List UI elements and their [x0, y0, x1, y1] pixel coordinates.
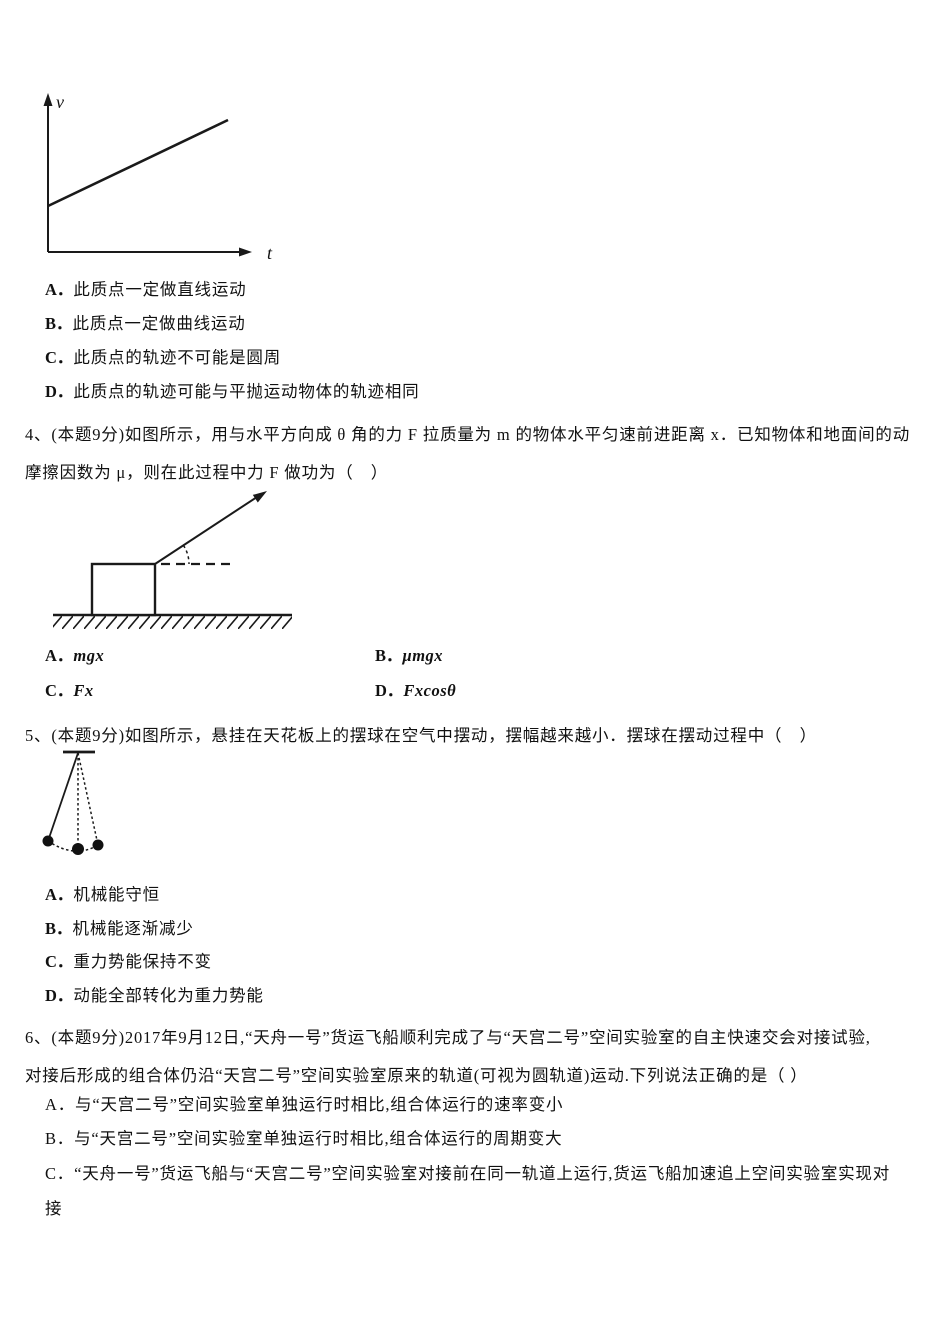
- q5-option-d: D．动能全部转化为重力势能: [45, 979, 264, 1013]
- q6-option-c-line2: 接: [45, 1199, 63, 1218]
- x-axis-label: t: [267, 243, 273, 263]
- option-letter: D．: [45, 382, 74, 401]
- q3-option-a: A．此质点一定做直线运动: [45, 273, 419, 307]
- option-letter: A．: [45, 280, 74, 299]
- option-text: 重力势能保持不变: [73, 952, 212, 971]
- q6-option-c: C．“天舟一号”货运飞船与“天宫二号”空间实验室对接前在同一轨道上运行,货运飞船…: [45, 1156, 890, 1226]
- option-text: 此质点的轨迹可能与平抛运动物体的轨迹相同: [73, 382, 420, 401]
- option-letter: A．: [45, 1095, 76, 1114]
- option-text: 此质点一定做直线运动: [73, 280, 247, 299]
- q5-option-c: C．重力势能保持不变: [45, 945, 264, 979]
- option-letter: B．: [45, 314, 73, 333]
- q6-option-a: A．与“天宫二号”空间实验室单独运行时相比,组合体运行的速率变小: [45, 1089, 890, 1121]
- pendulum-bob-left: [42, 835, 54, 847]
- q6-options: A．与“天宫二号”空间实验室单独运行时相比,组合体运行的速率变小 B．与“天宫二…: [45, 1089, 890, 1226]
- q4-option-b: B．μmgx: [375, 638, 665, 673]
- q5-stem: 5、(本题9分)如图所示，悬挂在天花板上的摆球在空气中摆动，摆幅越来越小．摆球在…: [25, 717, 817, 755]
- option-letter: C．: [45, 952, 74, 971]
- option-text: 与“天宫二号”空间实验室单独运行时相比,组合体运行的周期变大: [74, 1129, 563, 1148]
- option-text: 机械能守恒: [73, 885, 160, 904]
- option-letter: C．: [45, 681, 74, 700]
- option-text: 动能全部转化为重力势能: [73, 985, 264, 1005]
- force-arrow: [154, 494, 261, 565]
- q6-stem-line1: 6、(本题9分)2017年9月12日,“天舟一号”货运飞船顺利完成了与“天宫二号…: [25, 1028, 871, 1047]
- force-diagram-figure: [53, 491, 292, 629]
- option-letter: A．: [45, 885, 74, 904]
- option-letter: D．: [375, 681, 404, 700]
- q4-option-c: C．Fx: [45, 673, 375, 708]
- option-letter: B．: [45, 1129, 75, 1148]
- q4-stem-line1: 4、(本题9分)如图所示，用与水平方向成 θ 角的力 F 拉质量为 m 的物体水…: [25, 425, 911, 444]
- q6-stem-line2: 对接后形成的组合体仍沿“天宫二号”空间实验室原来的轨道(可视为圆轨道)运动.下列…: [25, 1066, 808, 1085]
- q4-stem: 4、(本题9分)如图所示，用与水平方向成 θ 角的力 F 拉质量为 m 的物体水…: [25, 416, 910, 492]
- option-text: “天舟一号”货运飞船与“天宫二号”空间实验室对接前在同一轨道上运行,货运飞船加速…: [74, 1164, 891, 1183]
- option-text: 此质点一定做曲线运动: [72, 314, 246, 333]
- option-letter: C．: [45, 1164, 75, 1183]
- option-letter: B．: [45, 918, 73, 938]
- v-axis-arrowhead-icon: [43, 93, 53, 106]
- q5-options: A．机械能守恒 B．机械能逐渐减少 C．重力势能保持不变 D．动能全部转化为重力…: [45, 878, 264, 1012]
- q5-stem-line1: 5、(本题9分)如图所示，悬挂在天花板上的摆球在空气中摆动，摆幅越来越小．摆球在…: [25, 726, 817, 745]
- q4-stem-line2: 摩擦因数为 μ，则在此过程中力 F 做功为（ ）: [25, 463, 389, 482]
- pendulum-bob-right: [92, 839, 104, 851]
- q3-options: A．此质点一定做直线运动 B．此质点一定做曲线运动 C．此质点的轨迹不可能是圆周…: [45, 273, 419, 409]
- q6-option-c-line1: C．“天舟一号”货运飞船与“天宫二号”空间实验室对接前在同一轨道上运行,货运飞船…: [45, 1156, 890, 1191]
- angle-arc: [182, 544, 190, 565]
- y-axis-label: v: [56, 92, 64, 112]
- pendulum-string-left: [47, 752, 79, 842]
- velocity-line: [47, 118, 229, 208]
- q3-option-c: C．此质点的轨迹不可能是圆周: [45, 341, 419, 375]
- option-letter: C．: [45, 348, 74, 367]
- pendulum-bob-middle: [72, 843, 84, 855]
- force-arrowhead-icon: [252, 491, 267, 503]
- ground-hatching: [53, 616, 292, 629]
- option-letter: B．: [375, 646, 403, 665]
- q4-option-d: D．Fxcosθ: [375, 673, 665, 708]
- vt-graph-figure: v t: [43, 92, 273, 263]
- option-text: 此质点的轨迹不可能是圆周: [73, 348, 282, 367]
- block: [90, 562, 157, 617]
- option-letter: A．: [45, 646, 74, 665]
- q5-option-a: A．机械能守恒: [45, 878, 264, 912]
- option-text: 与“天宫二号”空间实验室单独运行时相比,组合体运行的速率变小: [75, 1095, 564, 1114]
- q6-option-b: B．与“天宫二号”空间实验室单独运行时相比,组合体运行的周期变大: [45, 1121, 890, 1156]
- pendulum-string-right: [77, 752, 99, 846]
- q4-option-a: A．mgx: [45, 638, 375, 673]
- pendulum-figure: [42, 750, 104, 855]
- q3-option-d: D．此质点的轨迹可能与平抛运动物体的轨迹相同: [45, 375, 419, 409]
- formula: mgx: [73, 646, 105, 665]
- q5-option-b: B．机械能逐渐减少: [45, 912, 264, 946]
- formula: Fx: [73, 681, 94, 700]
- q4-options: A．mgx B．μmgx C．Fx D．Fxcosθ: [45, 638, 665, 708]
- formula: Fxcosθ: [403, 681, 457, 700]
- option-letter: D．: [45, 985, 74, 1005]
- formula: μmgx: [402, 646, 444, 665]
- q3-option-b: B．此质点一定做曲线运动: [45, 307, 419, 341]
- q6-stem: 6、(本题9分)2017年9月12日,“天舟一号”货运飞船顺利完成了与“天宫二号…: [25, 1019, 871, 1095]
- t-axis-arrowhead-icon: [239, 247, 252, 257]
- option-text: 机械能逐渐减少: [72, 918, 194, 938]
